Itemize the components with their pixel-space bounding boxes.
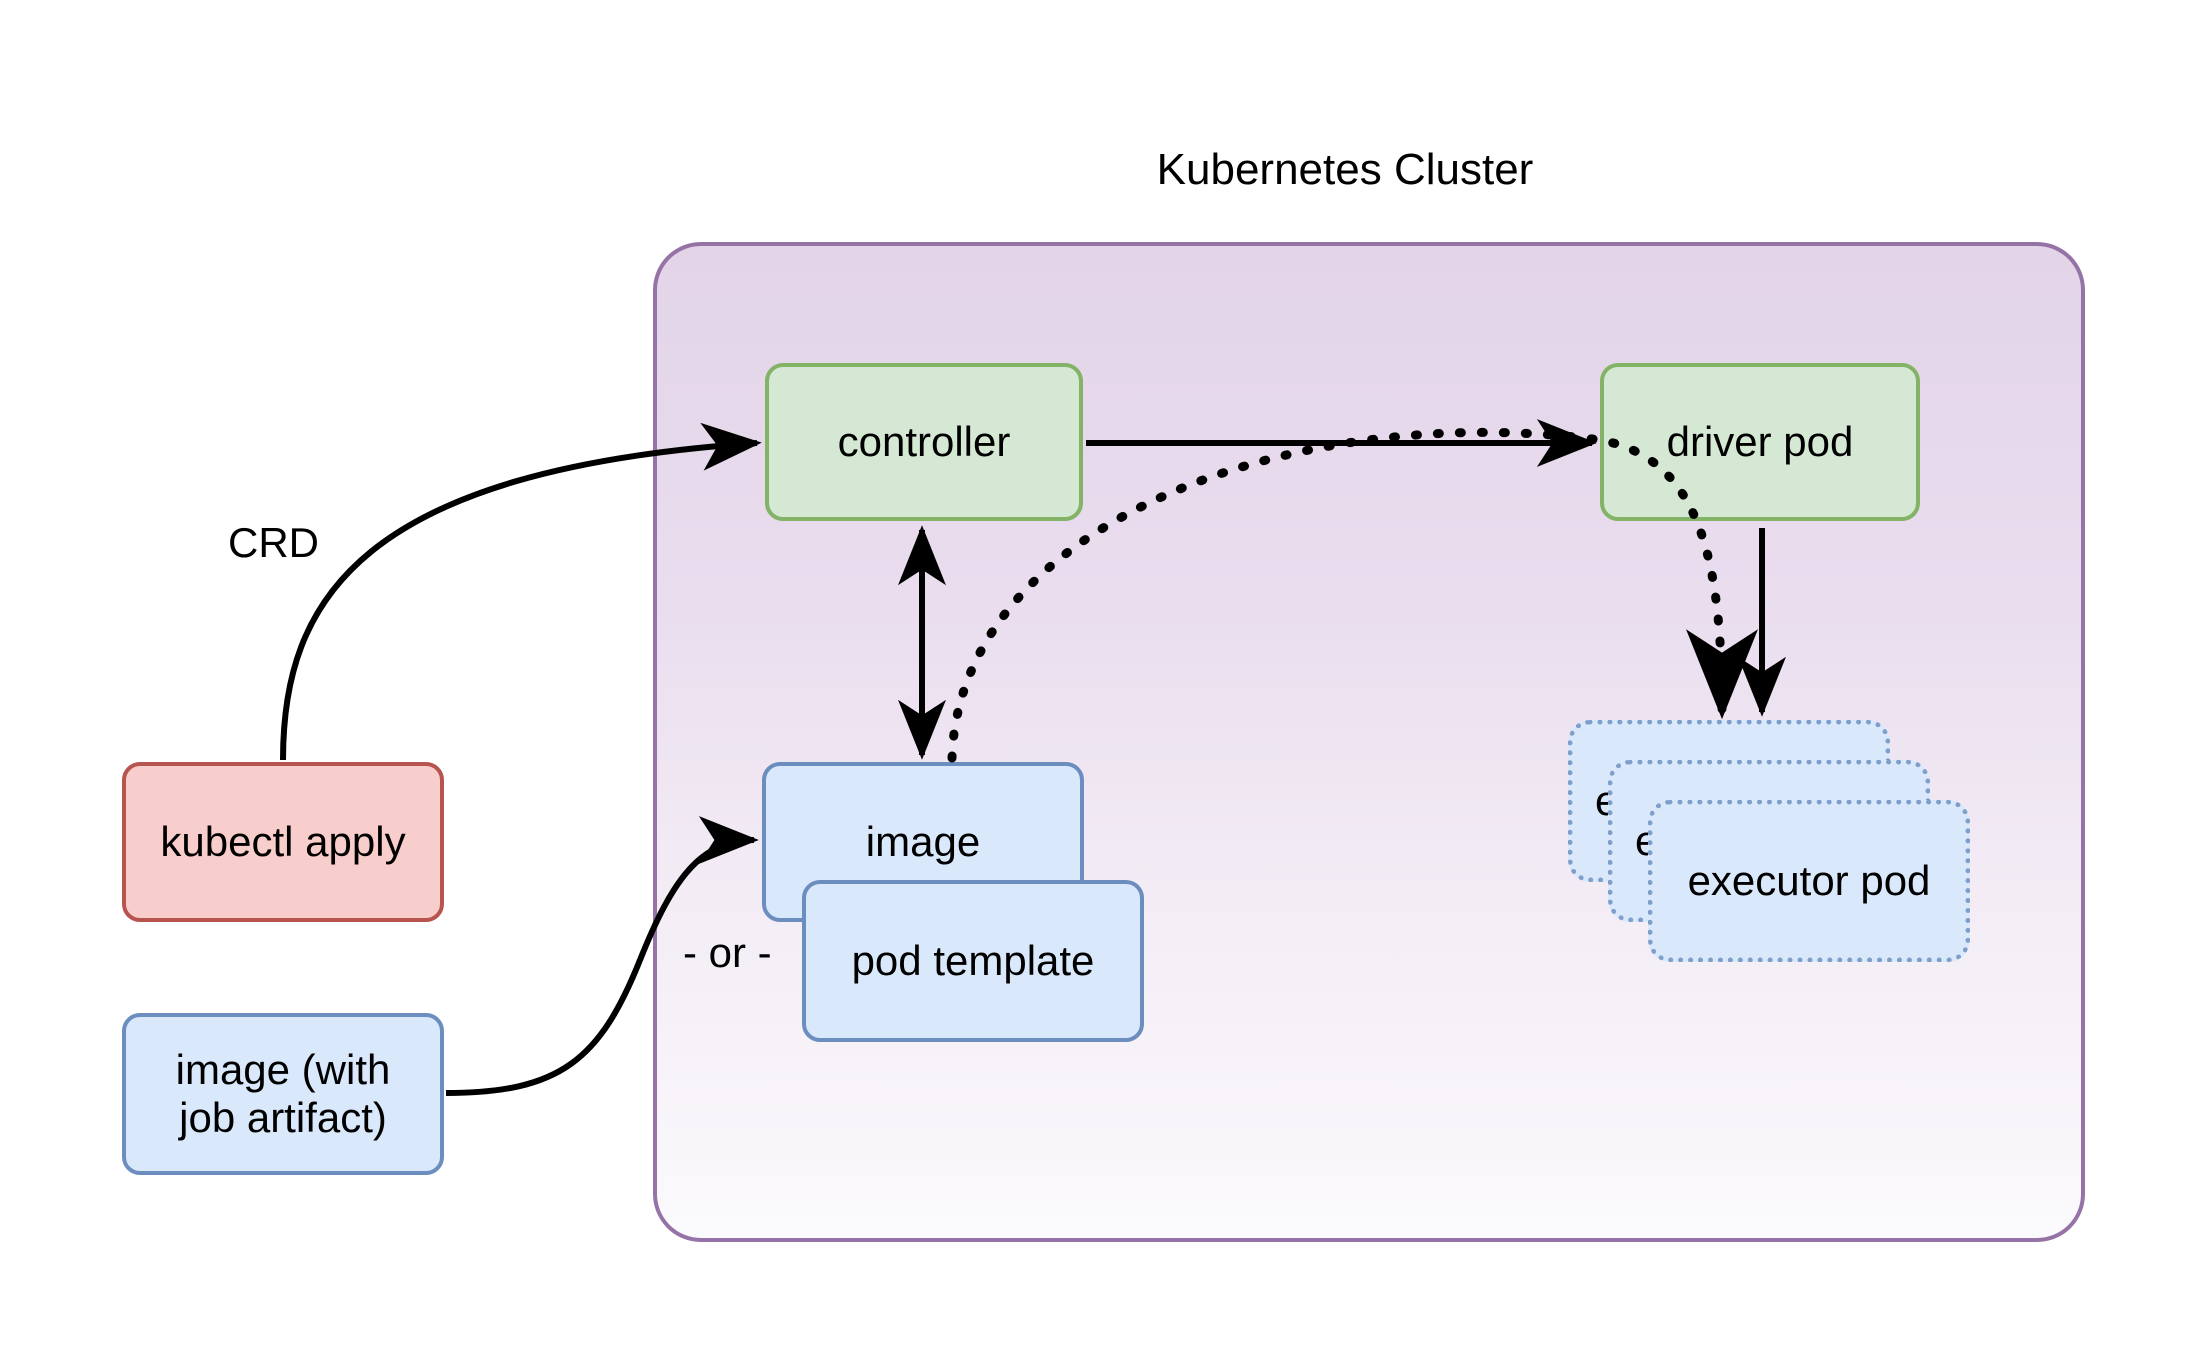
node-pod-template-label: pod template (851, 936, 1095, 984)
node-image-job-line2: job artifact) (179, 1094, 387, 1141)
edge-label-crd: CRD (228, 519, 319, 566)
page-title: Kubernetes Cluster (1156, 145, 1534, 194)
node-pod-template[interactable]: pod template (802, 880, 1144, 1042)
node-driver-pod[interactable]: driver pod (1600, 363, 1920, 521)
node-image-job-line1: image (with (175, 1045, 391, 1093)
edge-label-or: - or - (683, 929, 772, 976)
node-kubectl-apply-label: kubectl apply (160, 817, 406, 865)
node-controller-label: controller (837, 417, 1011, 465)
node-kubectl-apply[interactable]: kubectl apply (122, 762, 444, 922)
node-driver-pod-label: driver pod (1666, 417, 1854, 465)
node-image-with-job-artifact-label: image (with job artifact) (166, 1046, 401, 1143)
node-image-label: image (865, 817, 981, 865)
node-image-with-job-artifact[interactable]: image (with job artifact) (122, 1013, 444, 1175)
node-controller[interactable]: controller (765, 363, 1083, 521)
node-executor-pod-front-label: executor pod (1687, 856, 1931, 904)
node-executor-pod-front[interactable]: executor pod (1648, 800, 1970, 962)
